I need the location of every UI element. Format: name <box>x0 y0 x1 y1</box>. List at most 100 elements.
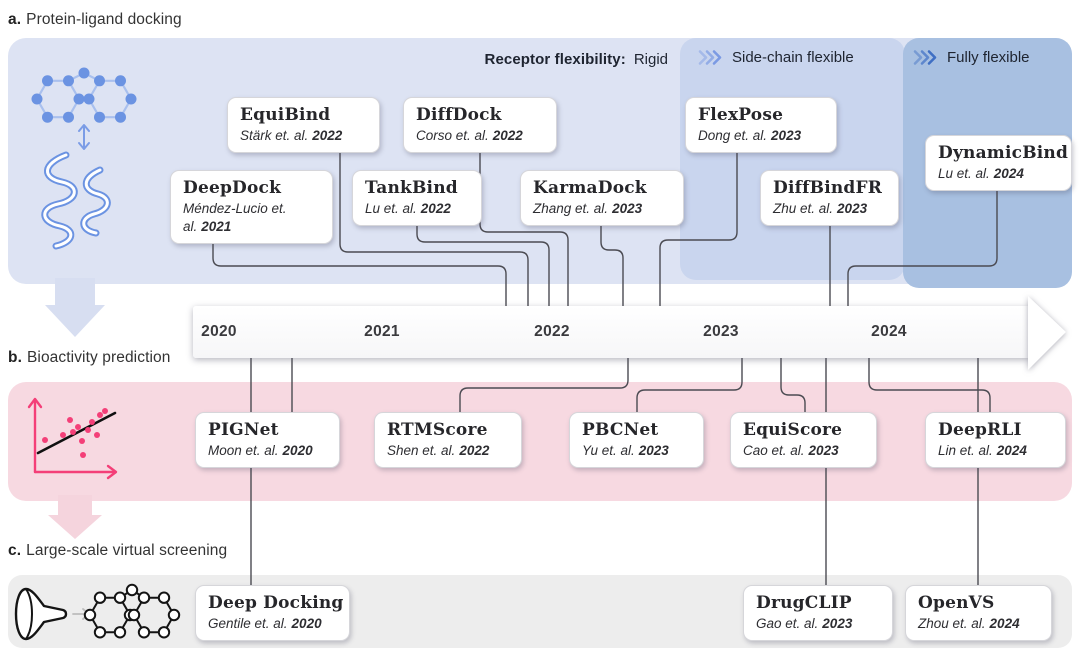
method-authors: Zhu et. al. <box>773 201 834 217</box>
connector-tankbind <box>416 221 550 308</box>
method-card-deep-docking: Deep Docking Gentile et. al.2020 <box>195 585 350 642</box>
method-authors: Lu et. al. <box>938 166 990 182</box>
method-authors: Lin et. al. <box>938 443 993 459</box>
method-name: TankBind <box>365 178 458 198</box>
scatter-plot-icon <box>27 397 118 480</box>
connector-karmadock <box>600 221 624 308</box>
year-label-2021: 2021 <box>364 323 400 340</box>
method-authors: Lu et. al. <box>365 201 417 217</box>
method-name: EquiScore <box>743 420 843 440</box>
bioactivity-panel <box>8 382 1072 501</box>
method-card-tankbind: TankBind Lu et. al.2022 <box>352 170 482 227</box>
method-authors: Cao et. al. <box>743 443 805 459</box>
method-year: 2024 <box>996 443 1027 459</box>
method-year: 2022 <box>312 128 343 144</box>
method-card-pbcnet: PBCNet Yu et. al.2023 <box>569 412 704 469</box>
connector-deeprli <box>868 358 991 414</box>
method-year: 2023 <box>638 443 669 459</box>
method-card-diffbindfr: DiffBindFR Zhu et. al.2023 <box>760 170 899 227</box>
method-name: RTMScore <box>387 420 488 440</box>
method-name: DiffBindFR <box>773 178 883 198</box>
method-year: 2022 <box>459 443 490 459</box>
method-card-drugclip: DrugCLIP Gao et. al.2023 <box>743 585 893 642</box>
connector-deepdock <box>212 239 507 308</box>
funnel-icon <box>14 587 68 641</box>
method-year: 2021 <box>201 219 232 235</box>
method-name: PIGNet <box>208 420 279 440</box>
molecule-chain-icon <box>83 583 181 639</box>
section-a-label: a.Protein-ligand docking <box>8 11 182 29</box>
method-name: FlexPose <box>698 105 784 125</box>
connector-equiscore <box>780 358 806 414</box>
section-c-title: Large-scale virtual screening <box>26 542 228 559</box>
section-b-label: b.Bioactivity prediction <box>8 349 170 367</box>
method-card-flexpose: FlexPose Dong et. al.2023 <box>685 97 837 154</box>
ligand-molecule-icon <box>31 67 137 123</box>
method-name: DrugCLIP <box>756 593 852 613</box>
year-label-2024: 2024 <box>871 323 907 340</box>
method-name: PBCNet <box>582 420 659 440</box>
zone-fully-flexible: Fully flexible <box>913 49 1030 66</box>
method-authors: Stärk et. al. <box>240 128 309 144</box>
method-year: 2020 <box>291 616 322 632</box>
section-a-letter: a. <box>8 11 22 28</box>
method-card-equiscore: EquiScore Cao et. al.2023 <box>730 412 877 469</box>
timeline-bar <box>193 306 1030 358</box>
receptor-flexibility-header: Receptor flexibility: Rigid <box>428 51 668 68</box>
method-card-diffdock: DiffDock Corso et. al.2022 <box>403 97 557 154</box>
method-name: DiffDock <box>416 105 502 125</box>
method-year: 2023 <box>612 201 643 217</box>
binding-double-arrow-icon <box>78 124 90 150</box>
method-card-deeprli: DeepRLI Lin et. al.2024 <box>925 412 1066 469</box>
receptor-flexibility-label: Receptor flexibility: <box>484 51 626 68</box>
method-authors: Corso et. al. <box>416 128 489 144</box>
method-year: 2022 <box>420 201 451 217</box>
method-authors: Moon et. al. <box>208 443 279 459</box>
section-c-letter: c. <box>8 542 22 559</box>
method-card-openvs: OpenVS Zhou et. al.2024 <box>905 585 1052 642</box>
flow-arrow-docking-to-bioactivity <box>45 278 105 337</box>
zone-sidechain-flexible: Side-chain flexible <box>698 49 854 66</box>
method-name: Deep Docking <box>208 593 344 613</box>
connector-dynamicbind <box>847 186 998 308</box>
method-authors: Méndez-Lucio et. al. <box>183 201 287 235</box>
connector-diffdock <box>479 148 569 308</box>
receptor-flexibility-value: Rigid <box>633 51 668 68</box>
connector-flexpose <box>659 148 738 308</box>
method-year: 2020 <box>282 443 313 459</box>
method-year: 2023 <box>808 443 839 459</box>
method-card-pignet: PIGNet Moon et. al.2020 <box>195 412 340 469</box>
section-b-letter: b. <box>8 349 22 366</box>
zone-fullyflex-label: Fully flexible <box>947 49 1030 66</box>
section-b-title: Bioactivity prediction <box>26 349 171 366</box>
method-name: EquiBind <box>240 105 331 125</box>
connector-rtmscore <box>459 358 629 414</box>
method-year: 2024 <box>993 166 1024 182</box>
method-name: KarmaDock <box>533 178 647 198</box>
year-label-2020: 2020 <box>201 323 237 340</box>
method-card-dynamicbind: DynamicBind Lu et. al.2024 <box>925 135 1072 192</box>
method-card-karmadock: KarmaDock Zhang et. al.2023 <box>520 170 684 227</box>
triple-chevron-right-icon <box>698 50 722 65</box>
connector-pbcnet <box>636 358 743 414</box>
method-year: 2022 <box>492 128 523 144</box>
protein-ribbon-icon <box>41 151 111 250</box>
timeline-arrowhead <box>1028 296 1066 370</box>
method-authors: Shen et. al. <box>387 443 456 459</box>
method-authors: Dong et. al. <box>698 128 768 144</box>
method-authors: Gao et. al. <box>756 616 819 632</box>
method-name: DynamicBind <box>938 143 1069 163</box>
triple-chevron-right-icon <box>913 50 937 65</box>
zone-sidechain-label: Side-chain flexible <box>732 49 854 66</box>
method-year: 2023 <box>837 201 868 217</box>
method-card-deepdock: DeepDock Méndez-Lucio et. al.2021 <box>170 170 333 244</box>
method-authors: Zhang et. al. <box>533 201 609 217</box>
flow-arrow-bioactivity-to-screening <box>48 495 102 539</box>
section-c-label: c.Large-scale virtual screening <box>8 542 227 560</box>
method-name: OpenVS <box>918 593 995 613</box>
year-label-2022: 2022 <box>534 323 570 340</box>
method-card-equibind: EquiBind Stärk et. al.2022 <box>227 97 380 154</box>
